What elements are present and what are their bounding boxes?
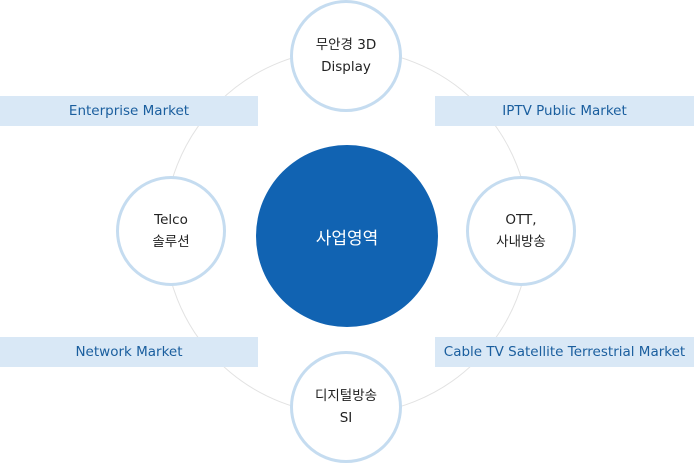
node-telco-solution: Telco 솔루션: [116, 176, 226, 286]
node-left-line2: 솔루션: [152, 234, 190, 250]
node-bottom-line1: 디지털방송: [314, 388, 378, 404]
market-band-network: Network Market: [0, 337, 258, 367]
node-right-line2: 사내방송: [496, 234, 546, 250]
node-ott-internal-broadcast: OTT, 사내방송: [466, 176, 576, 286]
node-digital-broadcast-si: 디지털방송 SI: [290, 351, 402, 463]
node-left-line1: Telco: [154, 212, 188, 228]
center-business-area: 사업영역: [256, 145, 438, 327]
node-top-line2: Display: [321, 59, 371, 75]
node-right-line1: OTT,: [505, 212, 537, 228]
market-band-iptv-public: IPTV Public Market: [435, 96, 694, 126]
market-band-enterprise: Enterprise Market: [0, 96, 258, 126]
market-band-cable-satellite-terrestrial: Cable TV Satellite Terrestrial Market: [435, 337, 694, 367]
center-label: 사업영역: [315, 228, 379, 249]
node-top-line1: 무안경 3D: [315, 37, 377, 53]
node-bottom-line2: SI: [339, 410, 353, 426]
node-glasses-free-3d-display: 무안경 3D Display: [290, 0, 402, 112]
